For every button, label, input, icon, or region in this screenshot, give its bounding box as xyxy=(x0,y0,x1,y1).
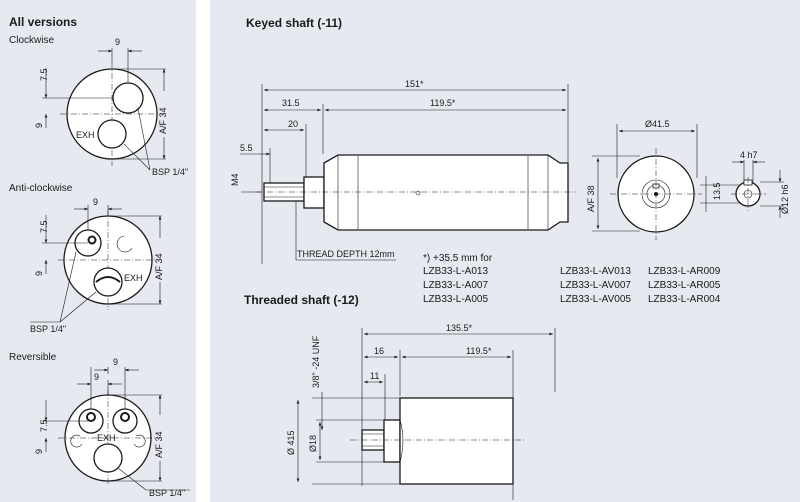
rotation-right-icon xyxy=(133,434,146,448)
model-1-3: LZB33-L-A005 xyxy=(423,294,488,305)
threaded-dia415: Ø 415 xyxy=(286,430,296,455)
clockwise-bsp: BSP 1/4" xyxy=(152,167,188,177)
keyed-shaft-collar xyxy=(303,176,325,209)
clockwise-inlet-port xyxy=(112,82,144,114)
keyed-dim-13-5: 13.5 xyxy=(712,182,722,200)
threaded-motor-body xyxy=(399,397,514,485)
panel-gap xyxy=(196,0,210,502)
left-title: All versions xyxy=(9,15,77,29)
reversible-label: Reversible xyxy=(9,352,57,363)
threaded-dim-16: 16 xyxy=(374,346,384,356)
anticlockwise-af: A/F 34 xyxy=(154,253,164,280)
reversible-view: Reversible EXH 9 9 7.5 xyxy=(9,352,190,498)
keyed-title: Keyed shaft (-11) xyxy=(246,16,342,30)
keyed-af38: A/F 38 xyxy=(586,185,596,212)
keyed-note: *) +35.5 mm for xyxy=(423,253,493,264)
anticlockwise-exhaust-port xyxy=(93,267,123,297)
model-2-3: LZB33-L-AV005 xyxy=(560,294,631,305)
anticlockwise-dim-top: 9 xyxy=(93,197,98,207)
anticlockwise-exh: EXH xyxy=(124,273,143,283)
keyed-shaft-side-view: 151* 31.5 119.5* 20 5.5 M4 xyxy=(230,79,576,264)
model-3-1: LZB33-L-AR009 xyxy=(648,266,721,277)
model-2-1: LZB33-L-AV013 xyxy=(560,266,631,277)
threaded-title: Threaded shaft (-12) xyxy=(244,293,359,307)
threaded-dia18: Ø18 xyxy=(308,435,318,452)
clockwise-view: Clockwise 9 7.5 9 A/F 34 EXH BSP 1/4" xyxy=(9,35,188,177)
keyed-dim-5-5: 5.5 xyxy=(240,143,253,153)
model-2-2: LZB33-L-AV007 xyxy=(560,280,631,291)
keyed-shaft-detail: 4 h7 Ø12 h6 xyxy=(731,150,790,218)
keyed-notes: *) +35.5 mm for LZB33-L-A013 LZB33-L-A00… xyxy=(423,253,721,305)
anticlockwise-label: Anti-clockwise xyxy=(9,183,73,194)
reversible-exhaust-port xyxy=(93,443,123,473)
clockwise-exh: EXH xyxy=(76,130,95,140)
keyed-motor-body xyxy=(323,154,569,231)
threaded-dim-11: 11 xyxy=(370,371,379,381)
keyed-dia41: Ø41.5 xyxy=(645,119,670,129)
clockwise-dim-v2: 9 xyxy=(34,123,44,128)
keyed-m4: M4 xyxy=(230,173,240,186)
anticlockwise-view: Anti-clockwise EXH 9 7.5 9 A/F 34 xyxy=(9,183,164,334)
keyed-dim-shaft: 31.5 xyxy=(282,98,300,108)
keyed-end-view: Ø41.5 A/F 38 13.5 xyxy=(586,119,740,240)
anticlockwise-dim-v2: 9 xyxy=(34,271,44,276)
model-1-1: LZB33-L-A013 xyxy=(423,266,488,277)
reversible-dim-top: 9 xyxy=(113,357,118,367)
reversible-dim-v2: 9 xyxy=(34,449,44,454)
keyed-thread-depth: THREAD DEPTH 12mm xyxy=(297,249,395,259)
anticlockwise-bsp: BSP 1/4" xyxy=(30,324,66,334)
reversible-exh: EXH xyxy=(97,433,116,443)
clockwise-dim-v1: 7.5 xyxy=(39,68,49,81)
threaded-dim-body: 119.5* xyxy=(466,346,492,356)
threaded-thread: 3/8" -24 UNF xyxy=(311,335,321,388)
anticlockwise-dim-v1: 7.5 xyxy=(39,220,49,233)
reversible-af: A/F 34 xyxy=(154,431,164,458)
keyed-dim-body: 119.5* xyxy=(430,98,456,108)
clockwise-exhaust-port xyxy=(97,119,127,149)
keyed-dia12: Ø12 h6 xyxy=(780,184,790,214)
model-3-2: LZB33-L-AR005 xyxy=(648,280,721,291)
clockwise-label: Clockwise xyxy=(9,35,54,46)
model-3-3: LZB33-L-AR004 xyxy=(648,294,721,305)
model-1-2: LZB33-L-A007 xyxy=(423,280,488,291)
threaded-dim-total: 135.5* xyxy=(446,323,473,333)
reversible-bsp: BSP 1/4" xyxy=(149,488,185,498)
reversible-dim-v1: 7.5 xyxy=(39,419,49,432)
keyed-dim-20: 20 xyxy=(288,119,298,129)
rotation-left-icon xyxy=(70,434,83,448)
clockwise-af: A/F 34 xyxy=(158,107,168,134)
reversible-dim-top2: 9 xyxy=(94,372,99,382)
clockwise-dim-top: 9 xyxy=(115,37,120,47)
threaded-shaft-side-view: 135.5* 16 119.5* 11 3/8" -24 UNF Ø 415 xyxy=(286,323,556,500)
keyed-key-w: 4 h7 xyxy=(740,150,758,160)
rotation-arrow-icon xyxy=(116,235,133,253)
threaded-collar xyxy=(383,419,401,463)
keyed-dim-total: 151* xyxy=(405,79,424,89)
